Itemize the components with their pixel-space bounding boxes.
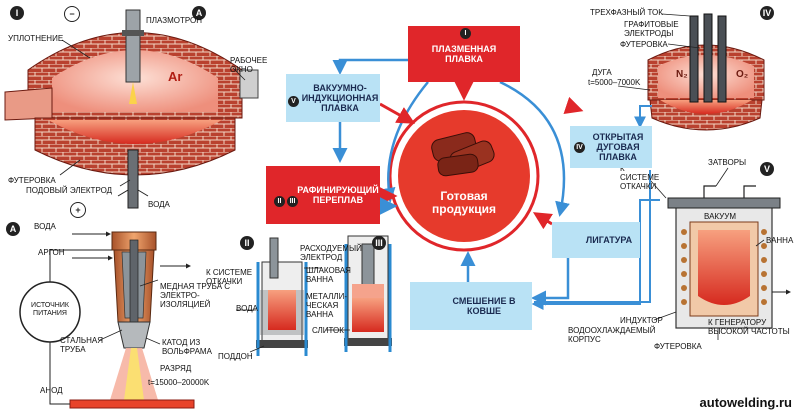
box-ladle-mixing-label: СМЕШЕНИЕ В КОВШЕ bbox=[452, 296, 516, 316]
vacuum-furnace-v bbox=[649, 167, 791, 340]
box-open-arc-badge: IV bbox=[574, 142, 585, 153]
label-to-evac-v: К СИСТЕМЕ ОТКАЧКИ bbox=[620, 164, 660, 191]
label-lining-iv: ФУТЕРОВКА bbox=[620, 40, 668, 49]
box-ligature-label: ЛИГАТУРА bbox=[585, 235, 633, 245]
label-consumable-electrode: РАСХОДУЕМЫЙ ЭЛЕКТРОД bbox=[300, 244, 362, 262]
box-ladle-mixing: СМЕШЕНИЕ В КОВШЕ bbox=[410, 282, 532, 330]
label-three-phase: ТРЕХФАЗНЫЙ ТОК bbox=[590, 8, 663, 17]
box-plasma-melt-label: ПЛАЗМЕННАЯ ПЛАВКА bbox=[431, 44, 497, 64]
box-ligature: ЛИГАТУРА bbox=[552, 222, 640, 258]
label-cathode: КАТОД ИЗ ВОЛЬФРАМА bbox=[162, 338, 212, 356]
label-anode: АНОД bbox=[40, 386, 63, 395]
label-tray: ПОДДОН bbox=[218, 352, 253, 361]
plasma-furnace-i bbox=[4, 9, 259, 209]
label-bath: ВАННА bbox=[766, 236, 794, 245]
label-lining-v: ФУТЕРОВКА bbox=[654, 342, 702, 351]
minus-terminal: − bbox=[64, 6, 80, 22]
label-finished-product: Готовая продукция bbox=[432, 189, 496, 216]
label-copper-tube: МЕДНАЯ ТРУБА С ЭЛЕКТРО-ИЗОЛЯЦИЕЙ bbox=[160, 282, 231, 309]
box-refining-remelt-label: РАФИНИРУЮЩИЙ ПЕРЕПЛАВ bbox=[297, 185, 379, 205]
label-water-cooled: ВОДООХЛАЖДАЕМЫЙ КОРПУС bbox=[568, 326, 656, 344]
box-vacuum-induction-badge: V bbox=[288, 96, 299, 107]
box-refining-badge-iii: III bbox=[287, 196, 298, 207]
label-graphite-electrodes: ГРАФИТОВЫЕ ЭЛЕКТРОДЫ bbox=[624, 20, 679, 38]
box-open-arc-label: ОТКРЫТАЯ ДУГОВАЯ ПЛАВКА bbox=[592, 132, 644, 162]
label-hf-generator: К ГЕНЕРАТОРУ ВЫСОКОЙ ЧАСТОТЫ bbox=[708, 318, 790, 336]
label-gates: ЗАТВОРЫ bbox=[708, 158, 747, 167]
box-refining-badge-ii: II bbox=[274, 196, 285, 207]
label-inductor: ИНДУКТОР bbox=[620, 316, 663, 325]
label-water-ii: ВОДА bbox=[236, 304, 258, 313]
label-o2: O₂ bbox=[736, 69, 749, 80]
badge-a: A bbox=[6, 222, 20, 236]
badge-iii: III bbox=[372, 236, 386, 250]
plasmatron-a bbox=[19, 231, 195, 409]
arc-furnace-iv bbox=[617, 13, 765, 131]
box-vacuum-induction: ВАКУУМНО-ИНДУКЦИОННАЯ ПЛАВКА bbox=[286, 74, 380, 122]
plus-terminal: + bbox=[70, 202, 86, 218]
remelt-apparatus-ii-iii bbox=[236, 235, 392, 356]
product-icon bbox=[431, 132, 495, 177]
label-water-i: ВОДА bbox=[148, 200, 170, 209]
label-vacuum: ВАКУУМ bbox=[704, 212, 736, 221]
label-ingot: СЛИТОК bbox=[312, 326, 344, 335]
box-vacuum-induction-label: ВАКУУМНО-ИНДУКЦИОННАЯ ПЛАВКА bbox=[301, 83, 379, 113]
badge-iv: IV bbox=[760, 6, 774, 20]
label-work-window: РАБОЧЕЕ ОКНО bbox=[230, 56, 268, 74]
label-water-a: ВОДА bbox=[34, 222, 56, 231]
label-arc-temp: t=5000–7000K bbox=[588, 78, 641, 87]
label-discharge: РАЗРЯД bbox=[160, 364, 192, 373]
label-slag-bath: ШЛАКОВАЯ ВАННА bbox=[306, 266, 351, 284]
label-metal-bath: МЕТАЛЛИ-ЧЕСКАЯ ВАННА bbox=[306, 292, 348, 319]
box-refining-remelt: РАФИНИРУЮЩИЙ ПЕРЕПЛАВ bbox=[266, 166, 380, 224]
label-power-source: ИСТОЧНИК ПИТАНИЯ bbox=[31, 302, 69, 317]
badge-a-top: A bbox=[192, 6, 206, 20]
central-flow bbox=[332, 58, 660, 325]
label-n2: N₂ bbox=[676, 69, 688, 80]
badge-v: V bbox=[760, 162, 774, 176]
badge-ii: II bbox=[240, 236, 254, 250]
label-to-evac-ii: К СИСТЕМЕ ОТКАЧКИ bbox=[206, 268, 253, 286]
label-argon-gas: Ar bbox=[168, 69, 183, 84]
label-discharge-temp: t=15000–20000K bbox=[148, 378, 210, 387]
label-lining-i: ФУТЕРОВКА bbox=[8, 176, 56, 185]
badge-i: I bbox=[10, 6, 24, 20]
label-arc: ДУГА bbox=[592, 68, 612, 77]
label-plasmatron: ПЛАЗМОТРОН bbox=[146, 16, 203, 25]
label-hearth-electrode: ПОДОВЫЙ ЭЛЕКТРОД bbox=[26, 186, 113, 195]
label-seal: УПЛОТНЕНИЕ bbox=[8, 34, 64, 43]
watermark: autowelding.ru bbox=[699, 395, 792, 410]
box-plasma-melt-badge: I bbox=[460, 28, 471, 39]
label-argon: АРГОН bbox=[38, 248, 65, 257]
label-steel-tube: СТАЛЬНАЯ ТРУБА bbox=[60, 336, 104, 354]
